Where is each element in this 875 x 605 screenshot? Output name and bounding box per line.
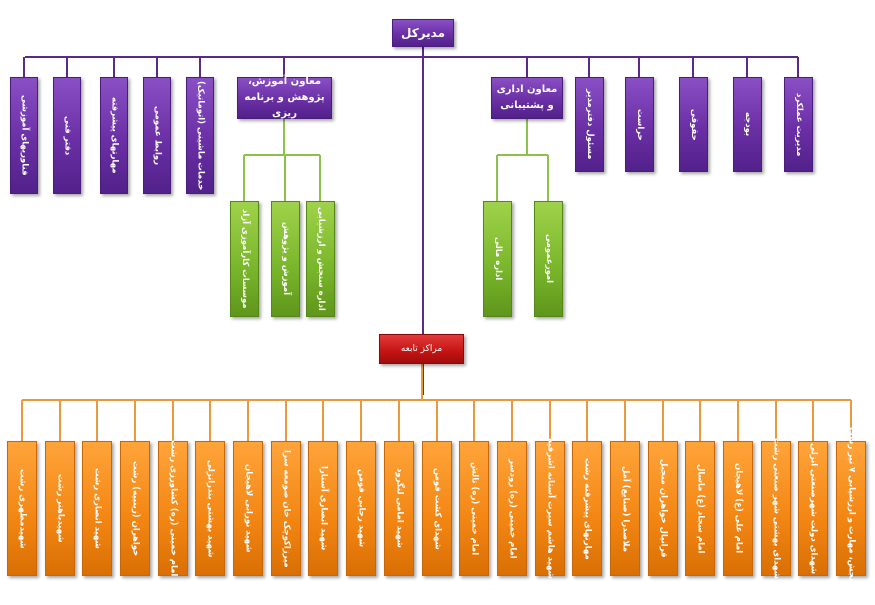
center-box[interactable]: شهدای کشت فومن (422, 441, 452, 576)
left-unit-box[interactable]: فناوریهای آموزشی (10, 77, 38, 194)
center-box[interactable]: شهدای بهشتی شهر صنعتی رشت (761, 438, 791, 579)
center-box[interactable]: شهید نورانی لاهیجان (233, 441, 263, 576)
center-box[interactable]: امام علی (ع) لاهیجان (723, 441, 753, 576)
deputy-admin-box[interactable]: معاون اداری و پشتیبانی (491, 77, 563, 119)
center-box[interactable]: امام خمینی (ره) تالش (459, 441, 489, 576)
left-unit-box[interactable]: خدمات ماشینی (اتوماتیک) (186, 77, 214, 194)
center-box[interactable]: شهید رجایی فومن (346, 441, 376, 576)
center-box[interactable]: امام خمینی (ره) کشاورزی رشت (158, 440, 188, 577)
education-child-box[interactable]: موسسات کارآموزی آزاد (230, 201, 259, 317)
center-box[interactable]: مهارتهای پیشرفته رشت (572, 441, 602, 576)
center-box[interactable]: امام خمینی (ره) رودسر (497, 441, 527, 576)
deputy-education-box[interactable]: معاون آموزش، پژوهش و برنامه ریزی (237, 76, 332, 119)
right-unit-box[interactable]: حقوقی (679, 77, 708, 172)
director-box[interactable]: مدیرکل (392, 19, 454, 47)
center-box[interactable]: خواهران (زینبیه) رشت (120, 441, 150, 576)
center-box[interactable]: سنجش، مهارت و ارزشیابی ۷ تیر رشت (836, 427, 866, 590)
centers-header-box[interactable]: مراکز تابعه (379, 334, 464, 364)
education-child-box[interactable]: آموزش و پژوهش (271, 201, 300, 317)
center-box[interactable]: میرزاکوچک خان صومعه سرا (271, 441, 301, 576)
center-box[interactable]: قرانیال خواهران منجیل (648, 441, 678, 576)
center-box[interactable]: شهید امامی لنگرود (384, 441, 414, 576)
center-box[interactable]: شهید انصاری آستارا (308, 441, 338, 576)
admin-child-box[interactable]: اداره مالی (483, 201, 512, 317)
right-unit-box[interactable]: مدیریت عملکرد (784, 77, 813, 172)
center-box[interactable]: شهید بهشتی بندرانزلی (195, 441, 225, 576)
center-box[interactable]: ملاصدرا (صنایع) آمل (610, 441, 640, 576)
center-box[interactable]: شهید هاشم سیرت آستانه اشرفیه (535, 438, 565, 579)
right-unit-box[interactable]: بودجه (733, 77, 762, 172)
left-unit-box[interactable]: مهارتهای پیشرفته (100, 77, 128, 194)
right-unit-box[interactable]: حراست (625, 77, 654, 172)
admin-child-box[interactable]: امورعمومی (534, 201, 563, 317)
right-unit-box[interactable]: مسئول دفترمدیر (575, 77, 604, 172)
center-box[interactable]: شهیدمطهری رشت (7, 441, 37, 576)
center-box[interactable]: شهیدباهنر رشت (45, 441, 75, 576)
education-child-box[interactable]: اداره سنجش و ارزشیابی (306, 201, 335, 317)
center-box[interactable]: امام سجاد (ع) ماسال (685, 441, 715, 576)
left-unit-box[interactable]: روابط عمومی (143, 77, 171, 194)
center-box[interactable]: شهید انصاری رشت (82, 441, 112, 576)
left-unit-box[interactable]: دفتر فنی (53, 77, 81, 194)
center-box[interactable]: شهدای دولت شهرصنعتی انزلی (798, 441, 828, 576)
